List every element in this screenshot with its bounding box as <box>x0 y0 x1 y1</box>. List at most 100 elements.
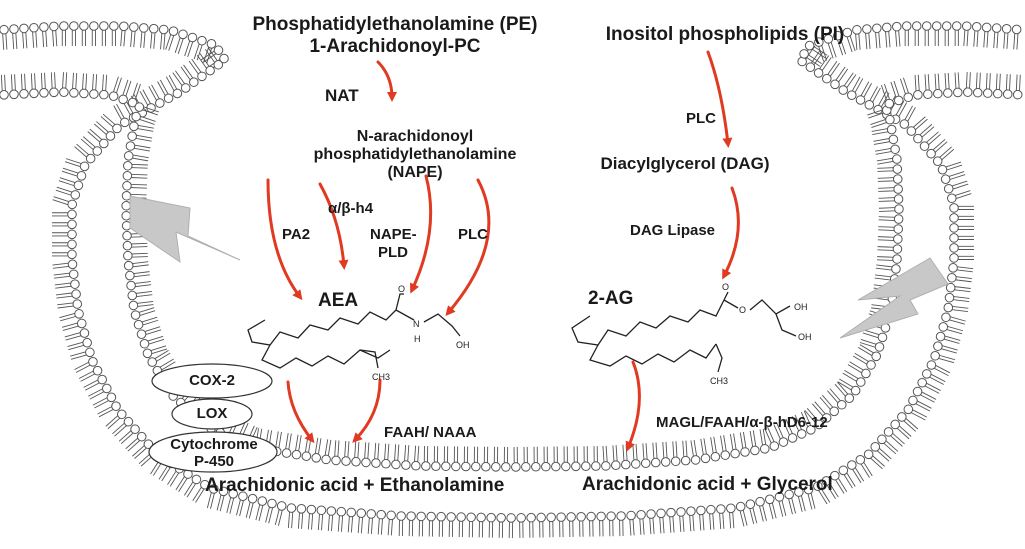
phospholipid <box>180 64 199 87</box>
2ag-atom-oh-1: OH <box>794 302 808 312</box>
phospholipid <box>680 440 691 466</box>
phospholipid <box>571 446 581 472</box>
phospholipid <box>813 55 832 78</box>
phospholipid <box>19 23 29 49</box>
phospholipid <box>908 395 932 412</box>
phospholipid <box>611 445 621 471</box>
aea-atom-oh: OH <box>456 340 470 350</box>
phospholipid <box>877 234 903 244</box>
phospholipid <box>921 21 932 46</box>
phospholipid <box>122 160 148 171</box>
phospholipid <box>971 21 982 47</box>
phospholipid <box>932 146 955 167</box>
phospholipid <box>356 508 367 534</box>
phospholipid <box>526 512 536 538</box>
phospholipid <box>53 269 79 280</box>
phospholipid <box>119 21 129 47</box>
phospholipid <box>516 513 526 538</box>
phospholipid <box>57 299 83 309</box>
phospholipid <box>421 446 431 471</box>
phospholipid <box>729 433 740 459</box>
cytochrome-ellipse <box>148 431 278 473</box>
phospholipid <box>827 388 847 410</box>
phospholipid <box>451 446 461 472</box>
phospholipid <box>133 316 159 330</box>
phospholipid <box>521 446 531 472</box>
plc-right-enzyme-label: PLC <box>686 110 716 127</box>
cytochrome-line1-label: Cytochrome <box>170 436 258 453</box>
phospholipid <box>123 260 149 271</box>
phospholipid <box>126 280 152 291</box>
aea-atom-n: N <box>413 319 420 329</box>
phospholipid <box>108 76 122 102</box>
phospholipid <box>142 345 168 359</box>
phospholipid <box>660 441 671 467</box>
phospholipid <box>61 318 87 331</box>
phospholipid <box>735 501 748 527</box>
phospholipid <box>951 21 962 46</box>
phospholipid <box>646 509 656 535</box>
phospholipid <box>878 224 904 234</box>
lox-label: LOX <box>196 405 228 422</box>
phospholipid <box>61 167 87 181</box>
phospholipid <box>52 259 78 270</box>
phospholipid <box>596 511 606 537</box>
phospholipid <box>878 194 904 204</box>
arrow-pe-to-nape <box>376 60 397 102</box>
phospholipid <box>696 505 706 531</box>
phospholipid <box>878 184 903 194</box>
dag-label: Diacylglycerol (DAG) <box>600 154 770 173</box>
phospholipid <box>755 496 767 522</box>
phospholipid <box>764 426 780 451</box>
phospholipid <box>175 469 193 493</box>
phospholipid <box>78 365 103 382</box>
arrow-plc-left <box>445 178 491 317</box>
phospholipid <box>926 138 948 159</box>
phospholipid <box>626 510 636 536</box>
abh4-enzyme-label: α/β-h4 <box>328 200 374 217</box>
phospholipid <box>804 40 828 59</box>
phospholipid <box>949 253 974 263</box>
phospholipid <box>943 72 953 98</box>
phospholipid <box>700 438 711 464</box>
phospholipid <box>125 141 151 152</box>
phospholipid <box>636 509 646 535</box>
phospholipid <box>139 335 165 349</box>
phospholipid <box>875 144 900 155</box>
cox2-label: COX-2 <box>189 372 235 389</box>
phospholipid <box>486 512 496 538</box>
phospholipid <box>52 239 77 250</box>
2ag-atom-o-carbonyl: O <box>722 282 729 292</box>
phospholipid <box>113 103 130 128</box>
phospholipid <box>361 442 371 468</box>
phospholipid <box>551 446 561 472</box>
phospholipid <box>52 249 77 260</box>
phospholipid <box>29 22 39 48</box>
phospholipid <box>206 484 219 509</box>
phospholipid <box>326 506 337 532</box>
phospholipid <box>819 394 840 417</box>
phospholipid <box>784 489 797 515</box>
phospholipid <box>99 21 109 46</box>
phospholipid <box>536 512 546 538</box>
phospholipid <box>89 21 99 46</box>
phospholipid <box>401 444 411 470</box>
phospholipid <box>118 79 132 105</box>
phospholipid <box>930 350 955 364</box>
phospholipid <box>92 392 117 409</box>
phospholipid <box>666 507 676 533</box>
phospholipid <box>919 131 941 151</box>
phospholipid <box>125 431 147 452</box>
phospholipid <box>79 21 89 46</box>
phospholipid <box>341 440 351 466</box>
cytochrome-line2-label: P-450 <box>193 453 235 470</box>
phospholipid <box>203 39 217 64</box>
phospholipid <box>386 510 396 536</box>
phospholipid <box>834 381 855 404</box>
phospholipid <box>138 23 149 49</box>
phospholipid <box>39 22 49 48</box>
phospholipid <box>132 439 154 459</box>
phospholipid <box>949 203 974 213</box>
phospholipid <box>945 282 971 293</box>
